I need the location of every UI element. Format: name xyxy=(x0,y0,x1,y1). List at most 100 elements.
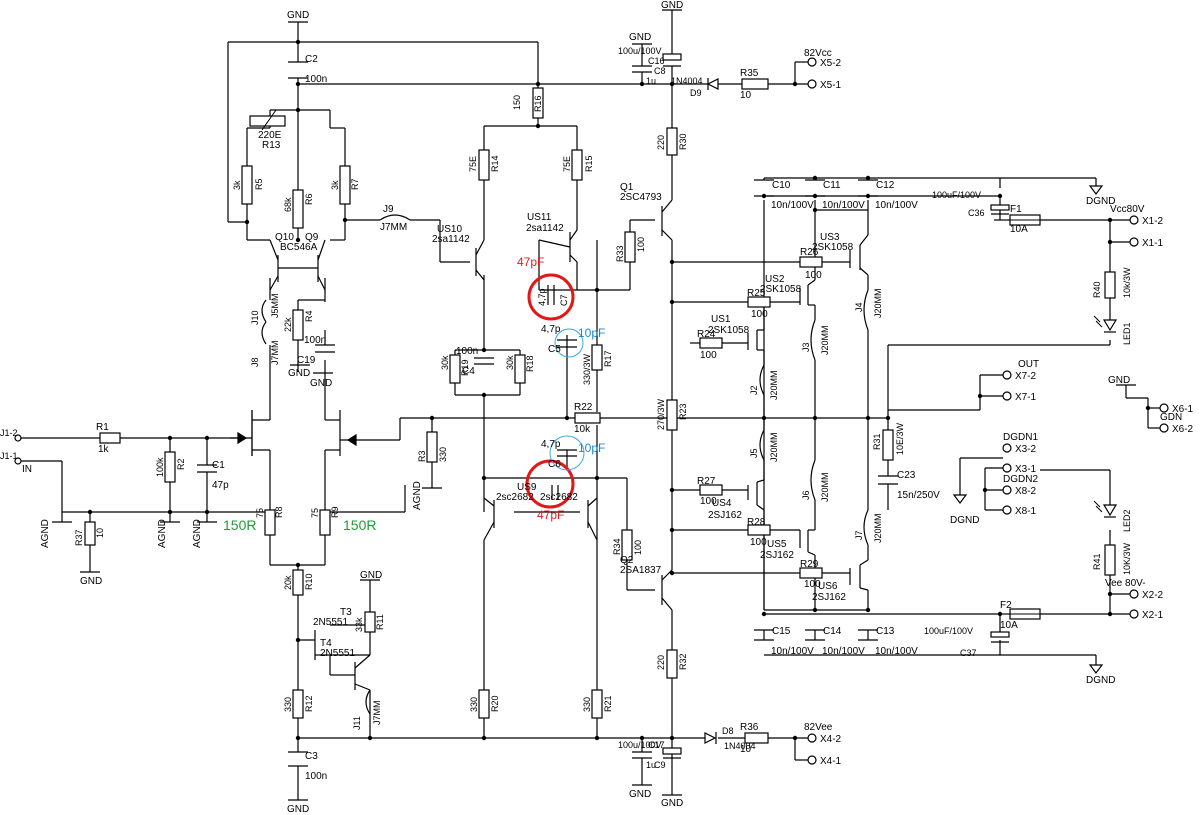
svg-text:Q10: Q10 xyxy=(275,232,294,243)
svg-text:J7: J7 xyxy=(854,530,864,540)
svg-text:X8-1: X8-1 xyxy=(1015,506,1037,517)
svg-text:100: 100 xyxy=(805,270,822,281)
svg-text:US10: US10 xyxy=(437,224,462,235)
svg-text:J20MM: J20MM xyxy=(873,288,883,318)
svg-text:1N4004: 1N4004 xyxy=(724,741,756,751)
svg-text:C8: C8 xyxy=(654,66,666,76)
svg-text:10A: 10A xyxy=(1000,620,1018,631)
svg-text:X2-1: X2-1 xyxy=(1142,610,1164,621)
svg-text:IN: IN xyxy=(22,464,32,475)
svg-text:X6-2: X6-2 xyxy=(1172,424,1194,435)
svg-text:J10: J10 xyxy=(250,310,260,325)
gnd-c9: GND xyxy=(629,784,652,800)
svg-text:R10: R10 xyxy=(304,573,314,590)
svg-text:LED1: LED1 xyxy=(1122,322,1132,345)
svg-text:2SA1837: 2SA1837 xyxy=(620,565,662,576)
wires xyxy=(18,10,1160,800)
svg-text:2SK1058: 2SK1058 xyxy=(708,325,750,336)
agnd-1: AGND xyxy=(40,512,72,548)
svg-text:R15: R15 xyxy=(584,155,594,172)
svg-text:R16: R16 xyxy=(533,95,543,112)
gnd-bottom: GND xyxy=(287,799,309,815)
svg-text:100: 100 xyxy=(751,309,768,320)
svg-text:10n/100V: 10n/100V xyxy=(822,646,865,657)
svg-text:F1: F1 xyxy=(1010,204,1022,215)
svg-text:330/3W: 330/3W xyxy=(582,353,592,385)
svg-text:R25: R25 xyxy=(747,288,766,299)
svg-text:2sc2682: 2sc2682 xyxy=(540,492,578,503)
svg-text:GND: GND xyxy=(360,570,382,581)
svg-text:R24: R24 xyxy=(697,329,716,340)
svg-text:R18: R18 xyxy=(525,355,535,372)
svg-text:DGND: DGND xyxy=(950,515,979,526)
svg-text:J4: J4 xyxy=(854,302,864,312)
svg-text:US5: US5 xyxy=(767,539,787,550)
gnd-x6: GND xyxy=(1108,375,1136,386)
svg-text:US9: US9 xyxy=(517,482,537,493)
svg-text:100: 100 xyxy=(750,537,767,548)
gnd-t3: GND xyxy=(360,570,382,581)
svg-text:J6: J6 xyxy=(801,490,811,500)
svg-text:DGND: DGND xyxy=(1086,196,1115,207)
svg-text:270/3W: 270/3W xyxy=(656,398,666,430)
svg-text:GND: GND xyxy=(287,10,309,21)
svg-text:10n/100V: 10n/100V xyxy=(822,200,865,211)
svg-text:GND: GND xyxy=(629,32,651,43)
svg-text:330: 330 xyxy=(283,697,293,712)
svg-text:J20MM: J20MM xyxy=(873,513,883,543)
svg-text:R11: R11 xyxy=(375,614,385,630)
dgnd-bottom: DGND xyxy=(1086,664,1115,686)
blue-ring-top xyxy=(554,328,584,358)
svg-text:100u/100V: 100u/100V xyxy=(618,740,662,750)
svg-text:2N5551: 2N5551 xyxy=(320,648,355,659)
svg-text:DGND: DGND xyxy=(1086,675,1115,686)
note-47pf-top: 47pF xyxy=(517,255,544,269)
gnd-top-center: GND xyxy=(287,10,309,23)
svg-text:C1: C1 xyxy=(212,460,225,471)
note-150r-left: 150R xyxy=(223,517,256,533)
red-ring-top xyxy=(527,273,575,321)
svg-text:C23: C23 xyxy=(897,470,916,481)
svg-text:C19: C19 xyxy=(297,355,316,366)
svg-text:US2: US2 xyxy=(765,274,785,285)
svg-text:R28: R28 xyxy=(747,517,766,528)
svg-text:1u: 1u xyxy=(646,760,656,770)
svg-text:X5-2: X5-2 xyxy=(820,58,842,69)
svg-text:R19: R19 xyxy=(460,359,470,376)
svg-text:R26: R26 xyxy=(800,247,819,258)
svg-text:2SJ162: 2SJ162 xyxy=(760,550,794,561)
red-ring-bottom xyxy=(525,459,575,509)
svg-text:10: 10 xyxy=(95,528,105,538)
svg-text:J20MM: J20MM xyxy=(769,432,779,462)
svg-text:Vcc80V: Vcc80V xyxy=(1110,204,1145,215)
svg-text:R40: R40 xyxy=(1092,281,1102,298)
gnd-top-right: GND xyxy=(661,0,683,11)
svg-text:GND: GND xyxy=(1108,375,1130,386)
svg-text:C5: C5 xyxy=(548,344,561,355)
svg-text:C14: C14 xyxy=(823,626,842,637)
svg-text:2sa1142: 2sa1142 xyxy=(432,234,470,245)
svg-text:82Vee: 82Vee xyxy=(804,722,833,733)
svg-text:J8: J8 xyxy=(250,357,260,367)
svg-text:X1-1: X1-1 xyxy=(1142,238,1164,249)
svg-text:10n/100V: 10n/100V xyxy=(875,646,918,657)
svg-text:Q9: Q9 xyxy=(305,232,319,243)
svg-text:R33: R33 xyxy=(615,245,625,262)
note-10pf-bottom: 10pF xyxy=(578,441,605,455)
svg-text:100uF/100V: 100uF/100V xyxy=(932,190,981,200)
svg-text:GDN: GDN xyxy=(1160,412,1182,423)
svg-text:C12: C12 xyxy=(876,180,895,191)
svg-text:R37: R37 xyxy=(74,529,84,546)
svg-text:R12: R12 xyxy=(304,695,314,712)
svg-text:100n: 100n xyxy=(305,74,327,85)
svg-text:R13: R13 xyxy=(262,140,281,151)
svg-text:4,7p: 4,7p xyxy=(541,324,561,335)
svg-text:R1: R1 xyxy=(96,422,109,433)
svg-text:GND: GND xyxy=(661,0,683,11)
blue-ring-bottom xyxy=(549,435,585,471)
svg-text:GND: GND xyxy=(661,798,683,809)
svg-text:68k: 68k xyxy=(283,197,293,212)
svg-text:R2: R2 xyxy=(176,458,186,470)
svg-text:C15: C15 xyxy=(772,626,791,637)
svg-text:X7-2: X7-2 xyxy=(1015,371,1037,382)
